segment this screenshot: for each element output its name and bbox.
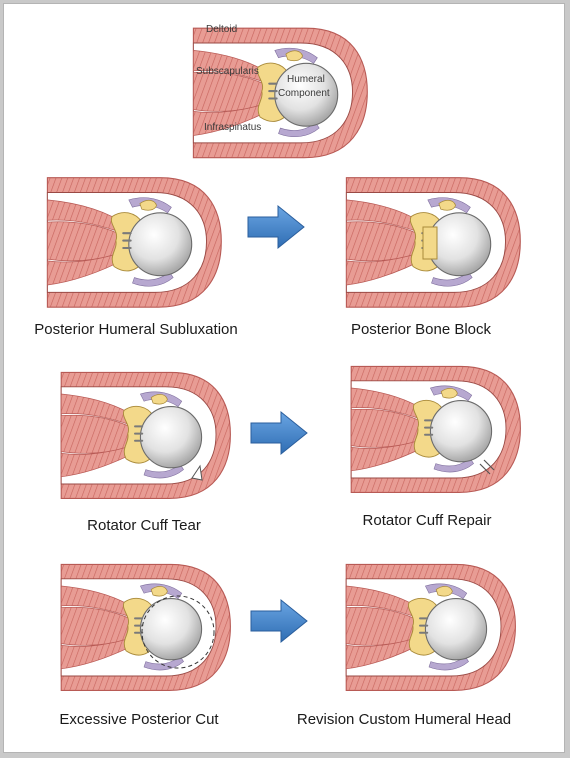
label-deltoid: Deltoid <box>206 24 237 35</box>
label-humeral-line1: Humeral <box>287 74 325 85</box>
original-head-outline <box>141 595 215 669</box>
row3-before-illustration <box>60 563 232 692</box>
caption-row1-before: Posterior Humeral Subluxation <box>34 321 238 338</box>
cuff-repair-sutures <box>479 459 495 475</box>
top-anatomy-illustration: Deltoid Subscapularis Humeral Component … <box>192 24 369 159</box>
row3-after-illustration <box>345 563 517 692</box>
cuff-tear-gap <box>191 464 203 481</box>
row1-after-illustration <box>345 176 522 309</box>
row1-before-illustration <box>46 176 223 309</box>
label-humeral-line2: Component <box>278 88 330 99</box>
right-arrow-icon <box>250 411 308 455</box>
right-arrow-icon <box>250 599 308 643</box>
caption-row3-after: Revision Custom Humeral Head <box>296 711 512 728</box>
caption-row3-before: Excessive Posterior Cut <box>59 711 219 728</box>
caption-row1-after: Posterior Bone Block <box>350 321 492 338</box>
caption-row2-before: Rotator Cuff Tear <box>87 517 201 534</box>
bone-block-graft <box>422 226 438 260</box>
row2-after-illustration <box>350 365 522 494</box>
caption-row2-after: Rotator Cuff Repair <box>362 512 492 529</box>
label-infraspinatus: Infraspinatus <box>204 122 261 133</box>
right-arrow-icon <box>247 205 305 249</box>
label-subscapularis: Subscapularis <box>196 66 259 77</box>
row2-before-illustration <box>60 371 232 500</box>
figure-frame: Deltoid Subscapularis Humeral Component … <box>3 3 565 753</box>
